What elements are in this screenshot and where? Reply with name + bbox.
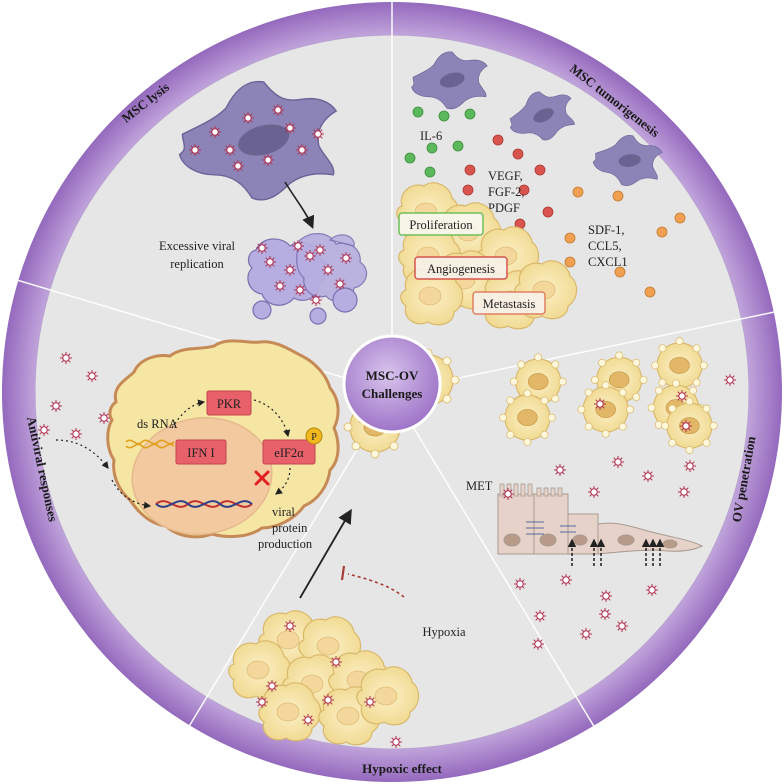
ifn-box: IFN I bbox=[175, 439, 227, 465]
ov-penetration-panel: MET bbox=[466, 336, 737, 651]
sector-title-hypoxic: Hypoxic effect bbox=[362, 761, 442, 776]
lysis-caption-line1: Excessive viral bbox=[159, 239, 236, 253]
center-title-line1: MSC-OV bbox=[366, 368, 419, 383]
microvilli bbox=[499, 483, 563, 497]
eif-box: eIF2α bbox=[262, 439, 316, 465]
lysis-caption-line2: replication bbox=[170, 257, 224, 271]
junction-arrows bbox=[526, 521, 576, 535]
sdf-dots bbox=[564, 186, 686, 298]
svg-text:Proliferation: Proliferation bbox=[409, 218, 473, 232]
metastasis-box: Metastasis bbox=[472, 291, 546, 315]
entry-arrows bbox=[567, 538, 665, 566]
hypoxia-inhibition bbox=[340, 565, 405, 598]
hypoxia-label: Hypoxia bbox=[422, 625, 466, 639]
viral-label-line3: production bbox=[258, 537, 313, 551]
dsrna-label: ds RNA bbox=[137, 417, 178, 431]
msc-lysis-panel: Excessive viral replication bbox=[159, 80, 368, 325]
epithelial-layer bbox=[497, 493, 704, 555]
viral-label-line1: viral bbox=[272, 505, 295, 519]
il6-label: IL-6 bbox=[420, 129, 442, 143]
pathway-arrows bbox=[55, 399, 291, 509]
center-badge: MSC-OV Challenges bbox=[342, 334, 442, 434]
svg-text:PKR: PKR bbox=[217, 397, 242, 411]
svg-text:Angiogenesis: Angiogenesis bbox=[427, 262, 495, 276]
antiviral-panel: ds RNA PKR IFN I eIF2α P viral bbox=[37, 339, 340, 551]
svg-text:Hypoxic effect: Hypoxic effect bbox=[362, 761, 442, 776]
hypoxic-panel: Hypoxia bbox=[228, 348, 466, 749]
svg-text:Metastasis: Metastasis bbox=[483, 297, 536, 311]
angiogenesis-box: Angiogenesis bbox=[414, 256, 508, 280]
sdf-label-line3: CXCL1 bbox=[588, 255, 628, 269]
sdf-label-line1: SDF-1, bbox=[588, 223, 624, 237]
svg-text:P: P bbox=[311, 432, 317, 443]
hypoxia-growth-arrow bbox=[299, 508, 352, 599]
inhibition-cross bbox=[254, 470, 270, 486]
met-label: MET bbox=[466, 479, 493, 493]
msc-tumorigenesis-panel: IL-6 VEGF, FGF-2, PDGF SDF-1, CCL5, CXCL… bbox=[396, 51, 686, 330]
svg-text:IFN I: IFN I bbox=[187, 446, 214, 460]
vegf-label-line3: PDGF bbox=[488, 201, 520, 215]
center-title-line2: Challenges bbox=[362, 386, 423, 401]
proliferation-box: Proliferation bbox=[398, 212, 484, 236]
il6-dots bbox=[404, 106, 476, 178]
svg-text:eIF2α: eIF2α bbox=[274, 446, 304, 460]
lysis-arrow bbox=[284, 181, 315, 229]
sdf-label-line2: CCL5, bbox=[588, 239, 622, 253]
pkr-box: PKR bbox=[206, 390, 252, 416]
vegf-label-line2: FGF-2, bbox=[488, 185, 524, 199]
phospho-badge: P bbox=[305, 427, 323, 445]
dna-helix bbox=[155, 500, 253, 508]
viral-label-line2: protein bbox=[272, 521, 308, 535]
vegf-label-line1: VEGF, bbox=[488, 169, 523, 183]
dsrna-strand bbox=[125, 439, 175, 449]
